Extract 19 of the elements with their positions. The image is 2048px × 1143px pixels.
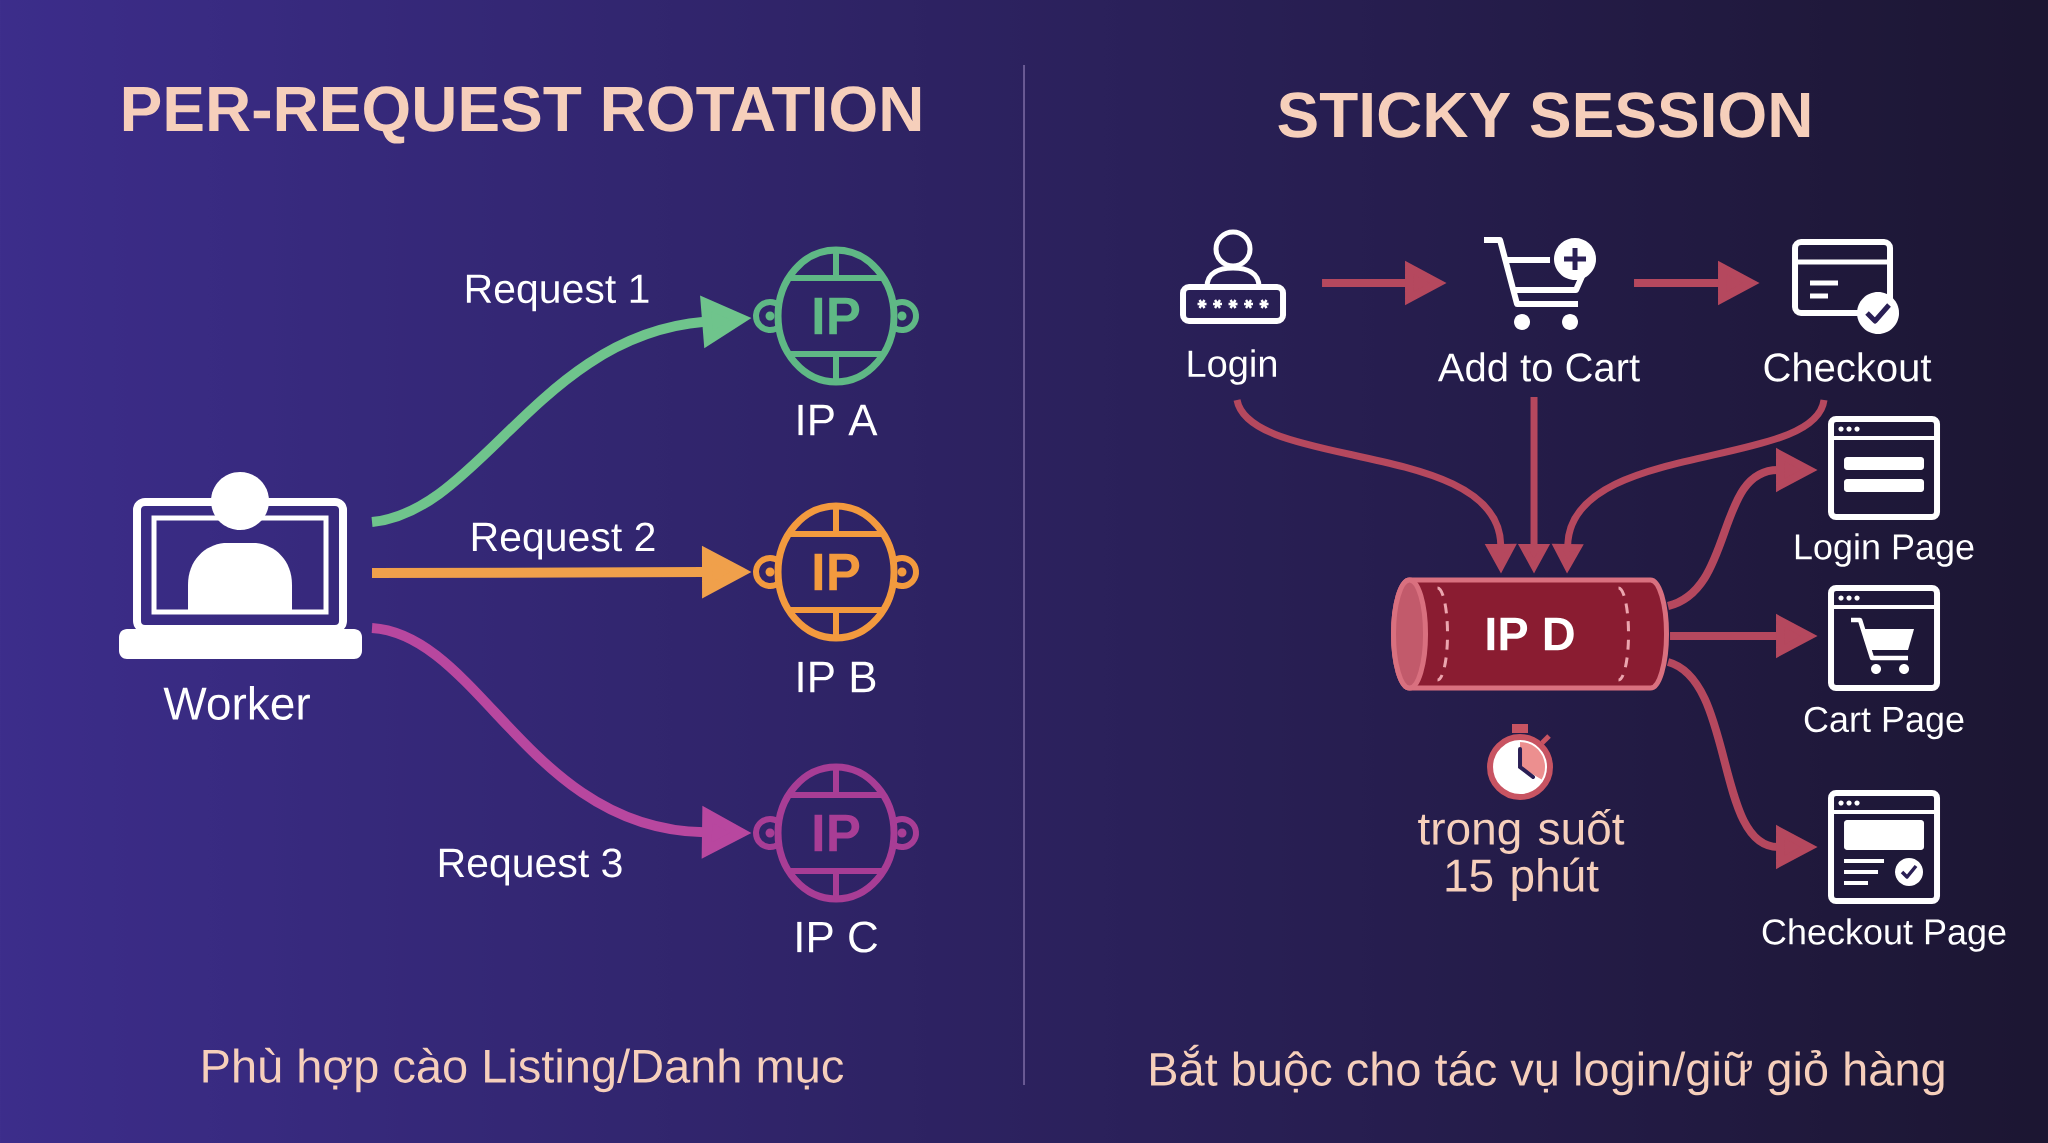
panel-caption: Phù hợp cào Listing/Danh mục [203,1047,844,1093]
panel-heading: STICKY SESSION [1278,92,1810,138]
node-label: IP A [798,404,878,436]
node-label: Add to Cart [1437,352,1640,382]
node-label: Login [1188,349,1276,385]
node-label: IP C [797,921,878,953]
duration-label: trong suốt 15 phút [1418,809,1625,901]
node-label: Login Page [1795,533,1974,567]
node-label: Worker [163,686,310,720]
edge-label: Request 1 [466,274,649,312]
edge-label: Request 3 [439,848,622,886]
panel-heading: PER-REQUEST ROTATION [123,86,921,144]
node-label: Checkout [1764,352,1932,382]
panel-caption: Bắt buộc cho tác vụ login/giữ giỏ hàng [1151,1044,1944,1096]
node-label: Checkout Page [1762,918,2006,952]
cylinder: IP D [1391,577,1669,691]
node-label: Cart Page [1804,706,1964,740]
edge-label: Request 2 [472,522,655,560]
node-label: IP B [798,661,876,693]
